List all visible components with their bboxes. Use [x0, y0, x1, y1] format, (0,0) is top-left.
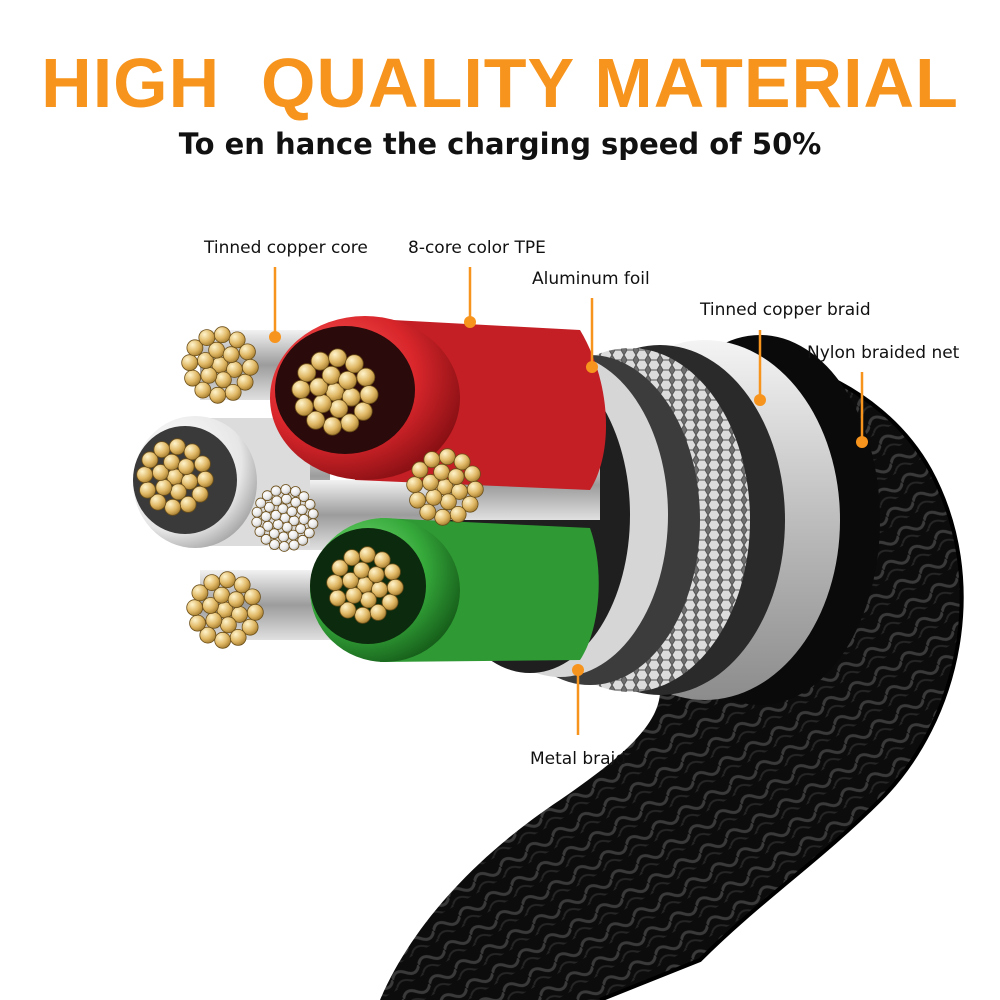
- copper-core-green: [326, 546, 404, 624]
- callout-dots: [269, 316, 868, 676]
- page-title: HIGH QUALITY MATERIAL: [41, 44, 959, 122]
- page-subtitle: To en hance the charging speed of 50%: [178, 127, 822, 161]
- tinned-copper-cores: [136, 326, 484, 649]
- label-metal-braid: Metal braid: [530, 749, 627, 769]
- copper-core-red: [291, 348, 379, 436]
- callout-leaders: [273, 267, 864, 735]
- copper-core-white: [136, 438, 214, 516]
- label-tinned-copper-braid: Tinned copper braid: [700, 300, 871, 320]
- copper-core-top-left: [181, 326, 259, 404]
- silver-core-center: [251, 484, 319, 552]
- label-aluminum-foil: Aluminum foil: [532, 269, 650, 289]
- copper-core-bottom-left: [186, 571, 264, 649]
- label-tinned-copper-core: Tinned copper core: [204, 238, 368, 258]
- copper-core-center-right: [406, 448, 484, 526]
- label-nylon-braided-net: Nylon braided net: [807, 343, 960, 363]
- label-8-core-color-tpe: 8-core color TPE: [408, 238, 546, 258]
